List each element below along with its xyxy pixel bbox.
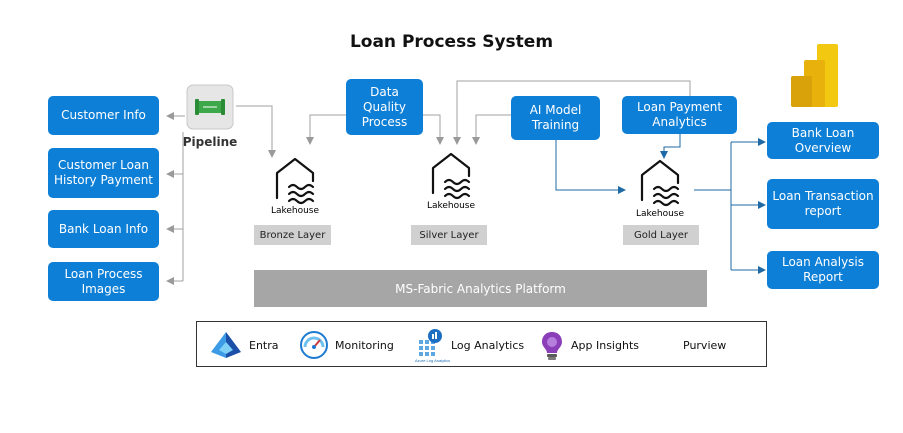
legend-app-insights-label: App Insights [571,338,639,352]
legend-monitoring-label: Monitoring [335,338,394,352]
power-bi-icon [791,44,838,107]
monitoring-icon [300,331,328,359]
legend-entra[interactable]: Entra [209,322,279,368]
source-loan-process-images[interactable]: Loan Process Images [48,262,159,301]
report-loan-analysis[interactable]: Loan Analysis Report [767,251,879,289]
pipeline-source-connectors [166,80,691,285]
legend-monitoring[interactable]: Monitoring [299,322,394,368]
source-customer-loan-history[interactable]: Customer Loan History Payment [48,148,159,198]
page-title: Loan Process System [349,32,554,52]
legend-log-analytics-label: Log Analytics [451,338,525,352]
lakehouse-silver-icon [431,152,471,200]
legend-purview[interactable]: Purview [677,322,726,368]
report-bank-loan-overview[interactable]: Bank Loan Overview [767,122,879,159]
silver-layer-badge: Silver Layer [411,225,487,245]
source-bank-loan-info[interactable]: Bank Loan Info [48,210,159,248]
platform-bar: MS-Fabric Analytics Platform [254,270,707,307]
process-loan-payment-analytics[interactable]: Loan Payment Analytics [622,96,737,134]
log-analytics-icon [419,329,442,356]
gold-connectors [555,134,766,274]
services-legend: Entra Monitoring Log Analytics Azure Log… [196,321,767,367]
lakehouse-bronze-label: Lakehouse [270,206,320,216]
bronze-layer-badge: Bronze Layer [254,225,331,245]
report-loan-transaction[interactable]: Loan Transaction report [767,179,879,229]
legend-entra-label: Entra [249,338,279,352]
legend-purview-label: Purview [683,338,727,352]
app-insights-icon [542,332,562,360]
lakehouse-gold-icon [640,159,680,207]
legend-log-analytics[interactable]: Log Analytics [415,322,524,368]
log-analytics-caption: Azure Log Analytics [415,358,451,363]
source-customer-info[interactable]: Customer Info [48,96,159,135]
legend-app-insights[interactable]: App Insights [539,322,639,368]
entra-icon [211,332,241,358]
lakehouse-silver-label: Lakehouse [426,201,476,211]
lakehouse-bronze-icon [275,157,315,205]
pipeline-icon [186,84,234,130]
gold-layer-badge: Gold Layer [623,225,699,245]
process-data-quality[interactable]: Data Quality Process [346,79,423,135]
process-ai-model-training[interactable]: AI Model Training [511,96,600,140]
lakehouse-gold-label: Lakehouse [635,209,685,219]
pipeline-label: Pipeline [182,135,238,149]
